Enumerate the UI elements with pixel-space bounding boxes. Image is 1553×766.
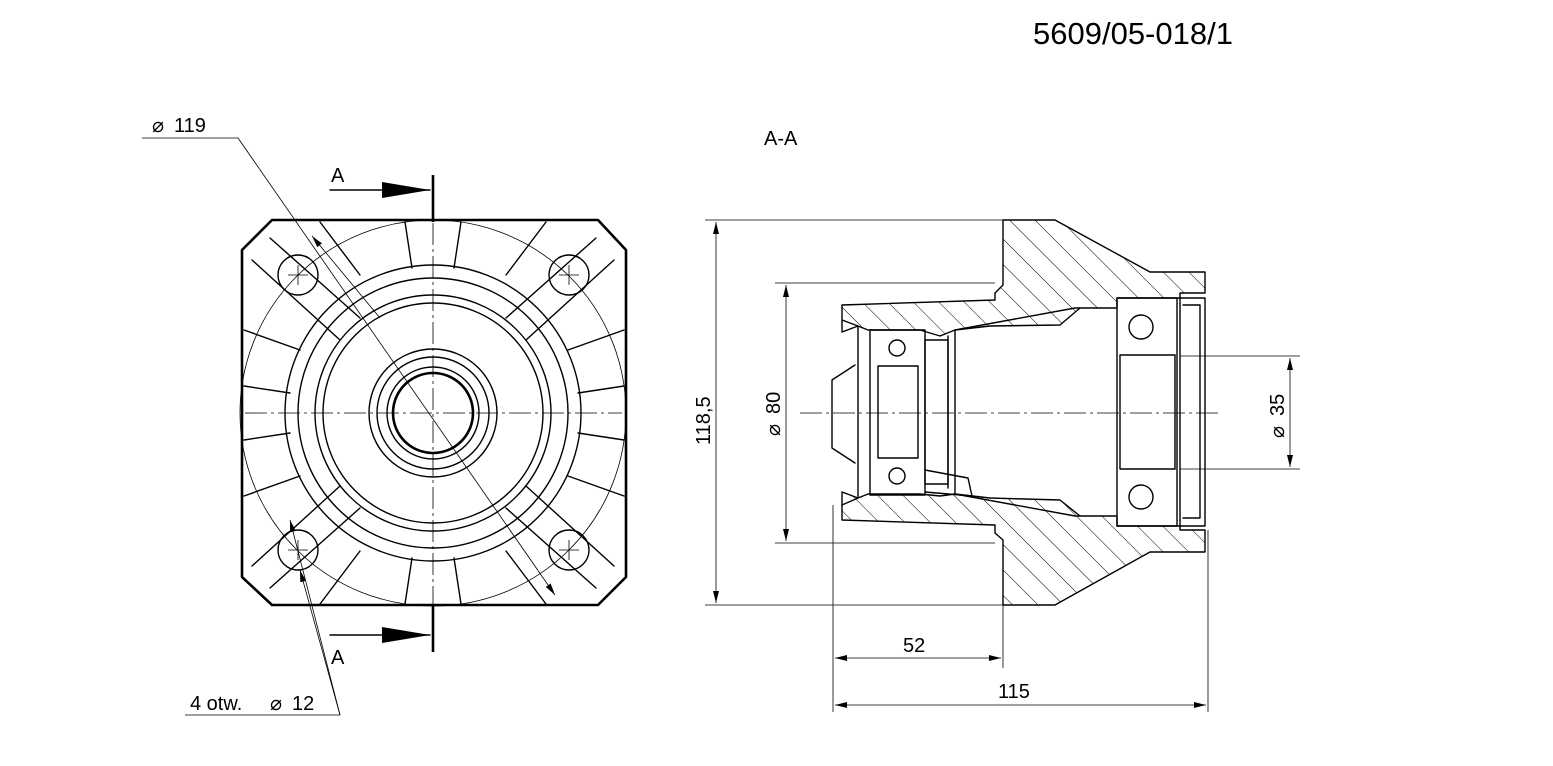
left-shim [924, 469, 973, 497]
holes-count-label: 4 otw. [190, 693, 242, 715]
flange-ribs [243, 221, 625, 605]
mounting-holes [277, 254, 590, 571]
dim-d80-value: 80 [763, 392, 785, 414]
holes-leader-2 [299, 569, 341, 716]
right-bearing-inner [1119, 354, 1176, 470]
right-seal [1179, 297, 1206, 527]
holes-leader-1 [289, 519, 341, 716]
dim-d80-symbol: ⌀ [763, 424, 785, 436]
left-bearing-ball-bottom [888, 467, 906, 485]
flange-outline [240, 218, 628, 607]
holes-dia-value: 12 [292, 693, 314, 715]
housing-section-upper [841, 219, 1206, 337]
cone-step [947, 329, 956, 495]
dia-119-value: 119 [174, 115, 206, 137]
left-bearing-ball-top [888, 339, 906, 357]
right-bearing-outer [1116, 297, 1178, 527]
housing-section-lower [841, 491, 1206, 606]
dia-119-line-start [311, 235, 381, 319]
left-spacer [924, 339, 949, 485]
bore-outer [386, 366, 480, 460]
dim-115-value: 115 [998, 681, 1030, 703]
section-marker-top: A [331, 165, 345, 187]
dia-119-symbol: ⌀ [152, 115, 164, 137]
right-seal-lip [1182, 304, 1201, 519]
front-view: A A ⌀ 119 4 otw. ⌀ 12 [142, 115, 628, 716]
section-title: A-A [764, 128, 798, 150]
dim-height-value: 118,5 [693, 396, 715, 445]
dim-52-value: 52 [903, 635, 925, 657]
drawing-number: 5609/05-018/1 [1033, 16, 1233, 51]
section-marker-bottom: A [331, 647, 345, 669]
section-view: 118,5 ⌀ 80 ⌀ 35 52 115 [693, 219, 1300, 712]
left-bearing-inner [877, 365, 919, 459]
dim-d35-symbol: ⌀ [1267, 426, 1289, 438]
holes-dia-symbol: ⌀ [270, 693, 282, 715]
dim-d35-value: 35 [1267, 394, 1289, 416]
cone-upper [954, 307, 1081, 331]
dia-119-line [237, 137, 556, 596]
left-cap [831, 319, 859, 506]
right-bearing-ball-bottom [1128, 484, 1154, 510]
cone-lower [954, 493, 1081, 517]
right-bearing-ball-top [1128, 314, 1154, 340]
